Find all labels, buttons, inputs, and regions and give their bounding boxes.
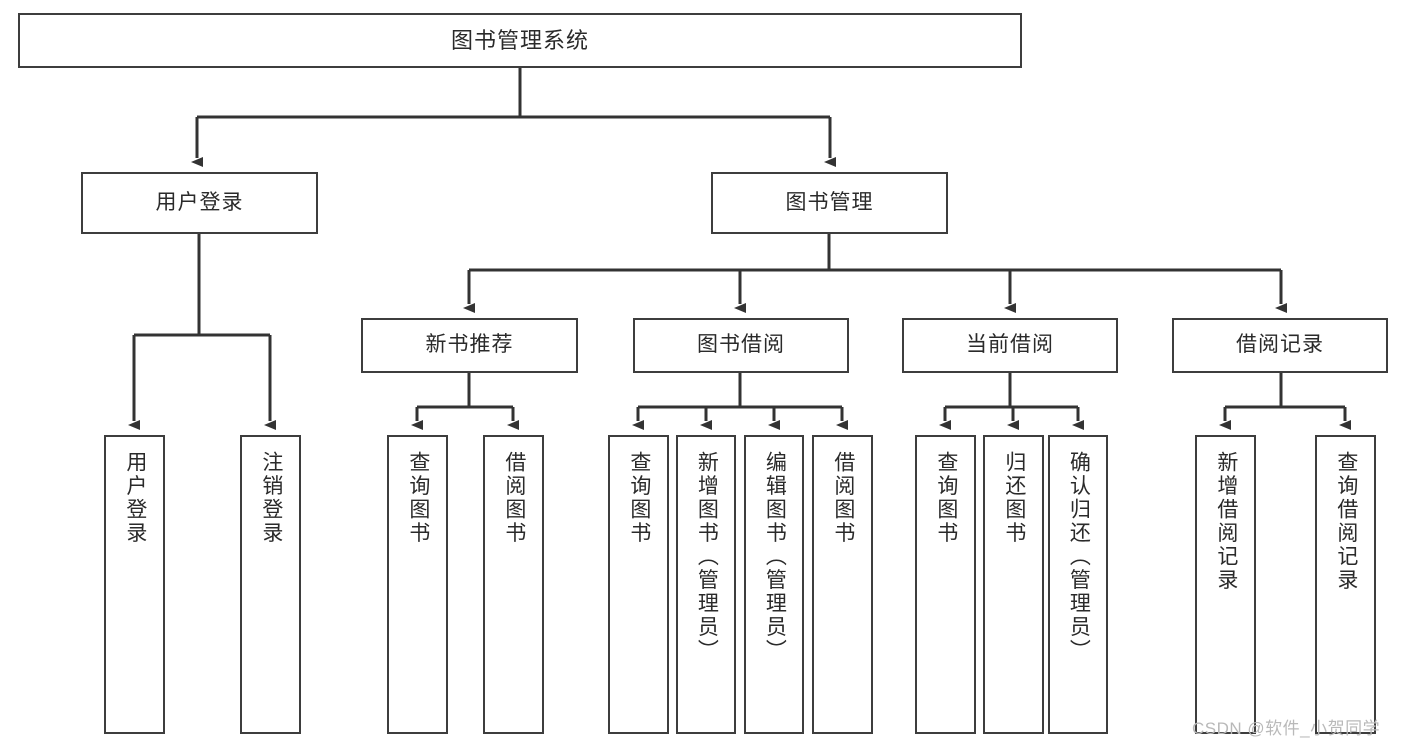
- node-leaf-borrow-book[interactable]: 借阅图书: [812, 435, 873, 734]
- node-level2-book-borrow[interactable]: 图书借阅: [633, 318, 849, 373]
- node-leaf-query-book-current[interactable]: 查询图书: [915, 435, 976, 734]
- node-leaf-query-book-borrow[interactable]: 查询图书: [608, 435, 669, 734]
- node-leaf-add-book-admin[interactable]: 新增图书（管理员）: [676, 435, 736, 734]
- watermark-text: CSDN @软件_小贺同学: [1192, 719, 1381, 738]
- node-leaf-borrow-book-new[interactable]: 借阅图书: [483, 435, 544, 734]
- node-level2-current-borrow-label: 当前借阅: [966, 333, 1054, 357]
- node-level2-borrow-record-label: 借阅记录: [1236, 333, 1324, 357]
- node-level1-book-manage-label: 图书管理: [785, 190, 874, 214]
- node-leaf-query-borrow-record[interactable]: 查询借阅记录: [1315, 435, 1376, 734]
- node-leaf-user-login[interactable]: 用户登录: [104, 435, 165, 734]
- node-leaf-borrow-book-label: 借阅图书: [831, 451, 855, 545]
- node-root[interactable]: 图书管理系统: [18, 13, 1022, 68]
- node-leaf-return-book[interactable]: 归还图书: [983, 435, 1044, 734]
- node-level1-user-login[interactable]: 用户登录: [81, 172, 318, 234]
- node-leaf-borrow-book-new-label: 借阅图书: [502, 451, 526, 545]
- node-leaf-query-book-new-label: 查询图书: [406, 451, 430, 545]
- node-level2-borrow-record[interactable]: 借阅记录: [1172, 318, 1388, 373]
- node-level2-current-borrow[interactable]: 当前借阅: [902, 318, 1118, 373]
- node-leaf-edit-book-admin[interactable]: 编辑图书（管理员）: [744, 435, 804, 734]
- node-leaf-user-login-label: 用户登录: [123, 451, 147, 545]
- node-leaf-edit-book-admin-label: 编辑图书（管理员）: [763, 451, 787, 663]
- node-leaf-add-book-admin-label: 新增图书（管理员）: [695, 451, 719, 663]
- node-leaf-confirm-return-admin-label: 确认归还（管理员）: [1067, 451, 1091, 663]
- node-leaf-logout[interactable]: 注销登录: [240, 435, 301, 734]
- node-leaf-return-book-label: 归还图书: [1002, 451, 1026, 545]
- node-leaf-query-borrow-record-label: 查询借阅记录: [1334, 451, 1358, 592]
- node-level2-new-book-recommend-label: 新书推荐: [425, 333, 514, 357]
- node-level2-new-book-recommend[interactable]: 新书推荐: [361, 318, 578, 373]
- node-root-label: 图书管理系统: [450, 27, 589, 53]
- node-leaf-query-book-current-label: 查询图书: [934, 451, 958, 545]
- node-level1-book-manage[interactable]: 图书管理: [711, 172, 948, 234]
- node-level2-book-borrow-label: 图书借阅: [697, 333, 785, 357]
- node-leaf-add-borrow-record[interactable]: 新增借阅记录: [1195, 435, 1256, 734]
- node-level1-user-login-label: 用户登录: [155, 190, 244, 214]
- node-leaf-confirm-return-admin[interactable]: 确认归还（管理员）: [1048, 435, 1108, 734]
- node-leaf-query-book-borrow-label: 查询图书: [627, 451, 651, 545]
- node-leaf-logout-label: 注销登录: [259, 451, 283, 545]
- node-leaf-query-book-new[interactable]: 查询图书: [387, 435, 448, 734]
- node-leaf-add-borrow-record-label: 新增借阅记录: [1214, 451, 1238, 592]
